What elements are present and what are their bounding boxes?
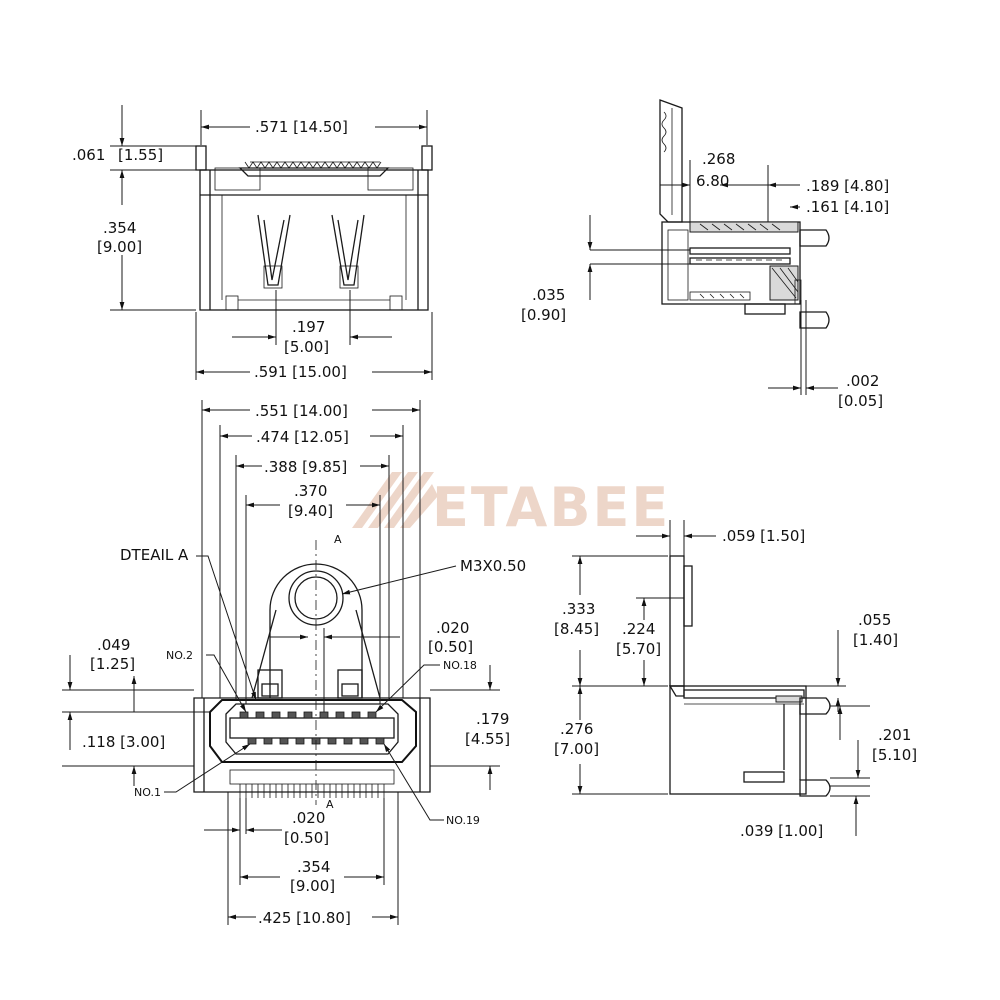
dim-top-width-outer: .591 [15.00] <box>254 363 347 381</box>
dim-side-d4-mm: [0.90] <box>521 306 566 324</box>
pin-no19-label: NO.19 <box>446 814 480 827</box>
dim-front-h1-mm: [1.25] <box>90 655 135 673</box>
pin-no2-label: NO.2 <box>166 649 193 662</box>
dim-side-d2: .189 [4.80] <box>806 177 889 195</box>
dim-top-height-mm: [9.00] <box>97 238 142 256</box>
dim-bside-h6: .039 [1.00] <box>740 822 823 840</box>
dim-front-pitch-mm: [0.50] <box>428 638 473 656</box>
pin-no18-label: NO.18 <box>443 659 477 672</box>
section-a-bottom: A <box>326 798 334 811</box>
dim-bside-h4-in: .276 <box>560 720 593 738</box>
dim-bside-h2-mm: [5.70] <box>616 640 661 658</box>
front-view: A A .551 [14.00] .474 [12.05] .388 [9.85… <box>62 400 526 927</box>
dim-front-w3: .388 [9.85] <box>264 458 347 476</box>
dim-bside-h1-mm: [8.45] <box>554 620 599 638</box>
side-view-top: .268 6.80 .189 [4.80] .161 [4.10] .035 [… <box>521 99 889 410</box>
dim-side-d5-in: .002 <box>846 372 879 390</box>
dim-front-h1-in: .049 <box>97 636 130 654</box>
dim-bside-h3-in: .055 <box>858 611 891 629</box>
dim-front-total: .425 [10.80] <box>258 909 351 927</box>
dim-bside-h1-in: .333 <box>562 600 595 618</box>
dim-front-pitch-in: .020 <box>436 619 469 637</box>
dim-top-height-small-in: .061 <box>72 146 105 164</box>
dim-front-h3-mm: [4.55] <box>465 730 510 748</box>
side-view-bottom: .059 [1.50] .333 [8.45] .224 [5.70] .055… <box>554 520 917 840</box>
dim-front-w4-mm: [9.40] <box>288 502 333 520</box>
dim-bside-h3-mm: [1.40] <box>853 631 898 649</box>
detail-a-label: DTEAIL A <box>120 546 189 564</box>
dim-front-w1: .551 [14.00] <box>255 402 348 420</box>
dim-side-d1-mm: 6.80 <box>696 172 729 190</box>
screw-label: M3X0.50 <box>460 557 526 575</box>
logo-text: ETABEE <box>432 476 670 539</box>
front-upper-pins <box>239 711 377 719</box>
dim-side-d5-mm: [0.05] <box>838 392 883 410</box>
dim-top-width-inner: .571 [14.50] <box>255 118 348 136</box>
top-view: .571 [14.50] .061 [1.55] .354 [9.00] .19… <box>72 105 433 381</box>
dim-top-pin-span-in: .197 <box>292 318 325 336</box>
watermark-logo: ETABEE <box>352 472 670 539</box>
dim-top-height-in: .354 <box>103 219 136 237</box>
top-view-pin-teeth <box>244 161 382 169</box>
dim-front-h3-in: .179 <box>476 710 509 728</box>
dim-bside-h2-in: .224 <box>622 620 655 638</box>
dim-bside-h5-in: .201 <box>878 726 911 744</box>
dim-front-span-mm: [9.00] <box>290 877 335 895</box>
dim-front-span-in: .354 <box>297 858 330 876</box>
dim-top-height-small-mm: [1.55] <box>118 146 163 164</box>
pin-no1-label: NO.1 <box>134 786 161 799</box>
dim-bside-h4-mm: [7.00] <box>554 740 599 758</box>
dim-front-w4-in: .370 <box>294 482 327 500</box>
dim-front-pitch2-in: .020 <box>292 809 325 827</box>
dim-side-d3: .161 [4.10] <box>806 198 889 216</box>
dim-bside-h5-mm: [5.10] <box>872 746 917 764</box>
dim-side-d1-in: .268 <box>702 150 735 168</box>
dim-front-w2: .474 [12.05] <box>256 428 349 446</box>
dim-bside-thk: .059 [1.50] <box>722 527 805 545</box>
section-a-top: A <box>334 533 342 546</box>
dim-front-pitch2-mm: [0.50] <box>284 829 329 847</box>
dim-side-d4-in: .035 <box>532 286 565 304</box>
dim-top-pin-span-mm: [5.00] <box>284 338 329 356</box>
dim-front-h2: .118 [3.00] <box>82 733 165 751</box>
